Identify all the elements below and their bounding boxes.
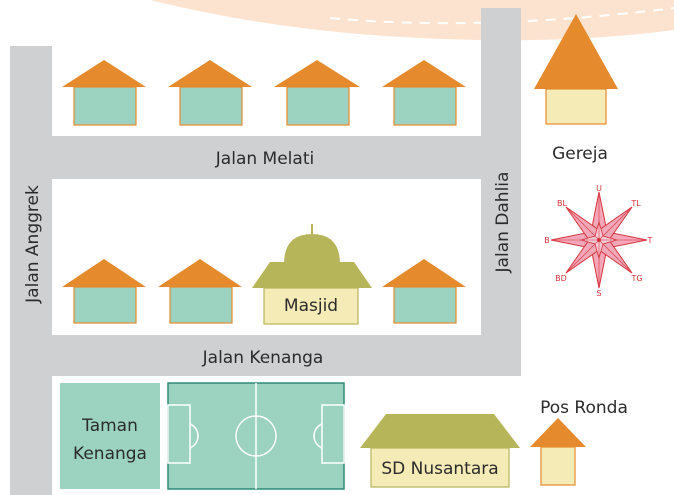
gereja-label: Gereja	[552, 144, 608, 164]
house	[382, 259, 466, 324]
pos-ronda	[530, 418, 586, 486]
church	[534, 14, 618, 125]
jalan-kenanga-label: Jalan Kenanga	[202, 348, 324, 368]
compass-east: T	[647, 236, 653, 245]
jalan-anggrek-label: Jalan Anggrek	[23, 185, 43, 304]
jalan-dahlia-label: Jalan Dahlia	[493, 172, 513, 274]
compass-northwest: BL	[557, 199, 567, 208]
taman-label-line2: Kenanga	[73, 444, 147, 464]
pos-ronda-label: Pos Ronda	[540, 398, 628, 418]
compass-southwest: BD	[555, 274, 567, 283]
house	[62, 60, 146, 126]
house	[168, 60, 252, 126]
house	[274, 60, 360, 126]
house-row-top	[62, 60, 466, 126]
compass-northeast: TL	[630, 199, 641, 208]
road-anggrek	[10, 46, 52, 495]
compass-north: U	[596, 184, 602, 193]
mosque: Masjid	[252, 224, 372, 325]
compass-south: S	[596, 289, 601, 298]
compass-west: B	[544, 236, 550, 245]
jalan-melati-label: Jalan Melati	[215, 149, 314, 169]
road-dahlia	[481, 8, 521, 376]
masjid-label: Masjid	[284, 296, 338, 316]
taman-label-line1: Taman	[81, 416, 138, 436]
road-kenanga	[10, 335, 521, 376]
soccer-field	[167, 382, 345, 490]
house	[158, 259, 242, 324]
top-field	[150, 0, 674, 41]
house	[62, 259, 146, 324]
road-melati	[10, 136, 521, 179]
house	[382, 60, 466, 126]
roads	[10, 8, 521, 495]
compass-rose: U S T B TL BL TG BD	[544, 184, 652, 298]
house-row-middle	[62, 259, 466, 324]
sd-nusantara: SD Nusantara	[360, 414, 520, 488]
taman-kenanga: Taman Kenanga	[60, 383, 160, 489]
compass-southeast: TG	[630, 274, 642, 283]
sd-label: SD Nusantara	[381, 459, 498, 479]
